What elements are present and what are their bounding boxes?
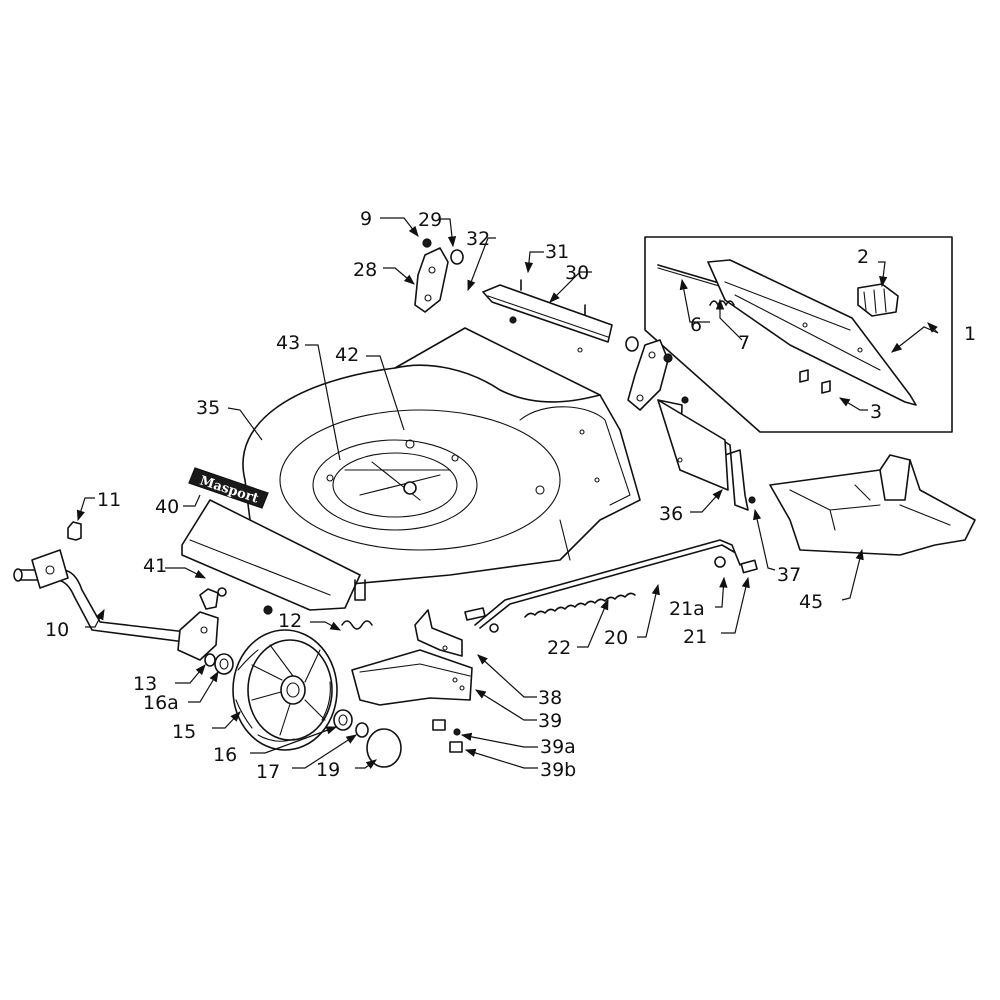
- callout-19: 19: [316, 759, 340, 781]
- callout-3: 3: [870, 401, 882, 423]
- callout-39: 39: [538, 710, 562, 732]
- callout-labels: 1 2 3 6 7 9 10 11 12 13 15 16 16a 17 19 …: [45, 208, 976, 783]
- callout-9: 9: [360, 208, 372, 230]
- callout-10: 10: [45, 619, 69, 641]
- callout-2: 2: [857, 246, 869, 268]
- callout-13: 13: [133, 673, 157, 695]
- callout-28: 28: [353, 259, 377, 281]
- callout-42: 42: [335, 344, 359, 366]
- height-adjust-rod: [464, 539, 758, 633]
- callout-43: 43: [276, 332, 300, 354]
- callout-32: 32: [466, 228, 490, 250]
- callout-16a: 16a: [143, 692, 179, 714]
- callout-39b: 39b: [540, 759, 576, 781]
- mower-deck: Masport: [181, 327, 641, 611]
- mulch-plug: [769, 454, 976, 556]
- callout-1: 1: [964, 323, 976, 345]
- callout-20: 20: [604, 627, 628, 649]
- callout-36: 36: [659, 503, 683, 525]
- callout-39a: 39a: [540, 736, 576, 758]
- callout-7: 7: [738, 332, 750, 354]
- callout-16: 16: [213, 744, 237, 766]
- rear-rail: [482, 279, 613, 353]
- callout-37: 37: [777, 564, 801, 586]
- callout-40: 40: [155, 496, 179, 518]
- handle-bracket-assembly: [414, 238, 689, 411]
- callout-35: 35: [196, 397, 220, 419]
- callout-38: 38: [538, 687, 562, 709]
- callout-21: 21: [683, 626, 707, 648]
- callout-41: 41: [143, 555, 167, 577]
- callout-29: 29: [418, 209, 442, 231]
- callout-31: 31: [545, 241, 569, 263]
- callout-11: 11: [97, 489, 121, 511]
- callout-6: 6: [690, 314, 702, 336]
- callout-15: 15: [172, 721, 196, 743]
- callout-30: 30: [565, 262, 589, 284]
- callout-45: 45: [799, 591, 823, 613]
- wheel-assembly: [232, 629, 402, 768]
- callout-17: 17: [256, 761, 280, 783]
- callout-22: 22: [547, 637, 571, 659]
- callout-21a: 21a: [669, 598, 705, 620]
- front-axle-assembly: [13, 521, 373, 675]
- callout-12: 12: [278, 610, 302, 632]
- side-plate: [657, 399, 756, 511]
- rear-bracket-assembly: [351, 609, 473, 753]
- leader-lines: [76, 217, 939, 770]
